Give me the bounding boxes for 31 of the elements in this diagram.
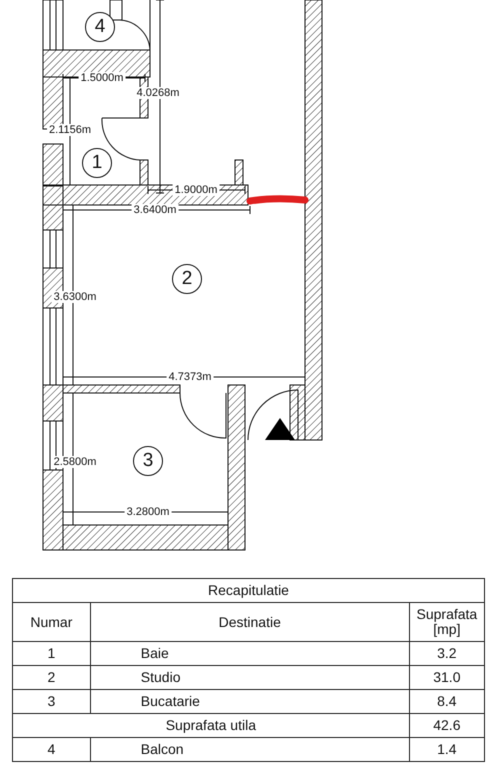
dimension-label: 4.7373m xyxy=(166,371,214,383)
table-cell: 42.6 xyxy=(409,714,484,738)
room-number-circle: 4 xyxy=(85,12,115,42)
dimension-label: 1.9000m xyxy=(172,184,220,196)
room-number-circle: 3 xyxy=(133,446,163,476)
table-cell: 1 xyxy=(12,642,90,666)
table-cell: 3 xyxy=(12,690,90,714)
table-title: Recapitulatie xyxy=(12,578,484,602)
column-header: Suprafata [mp] xyxy=(409,602,484,642)
table-cell: Studio xyxy=(90,666,410,690)
column-header: Destinatie xyxy=(90,602,410,642)
table-cell: 8.4 xyxy=(409,690,484,714)
table-cell: 31.0 xyxy=(409,666,484,690)
table-cell: Baie xyxy=(90,642,410,666)
dimension-label: 3.6300m xyxy=(52,291,98,303)
table-cell: Bucatarie xyxy=(90,690,410,714)
dimension-label: 3.6400m xyxy=(132,204,178,216)
dimension-label: 4.0268m xyxy=(134,87,182,99)
table-cell: 4 xyxy=(12,738,90,762)
dimension-label: 2.1156m xyxy=(47,124,93,136)
room-number-circle: 1 xyxy=(82,148,112,178)
dimension-label: 3.2800m xyxy=(124,506,172,518)
dimension-label: 2.5800m xyxy=(52,456,98,468)
table-cell: Suprafata utila xyxy=(12,714,410,738)
dimension-label: 1.5000m xyxy=(78,72,126,84)
column-header: Numar xyxy=(12,602,90,642)
table-cell: 3.2 xyxy=(409,642,484,666)
table-cell: 1.4 xyxy=(409,738,484,762)
table-cell: 2 xyxy=(12,666,90,690)
table-cell: Balcon xyxy=(90,738,410,762)
room-number-circle: 2 xyxy=(172,264,202,294)
